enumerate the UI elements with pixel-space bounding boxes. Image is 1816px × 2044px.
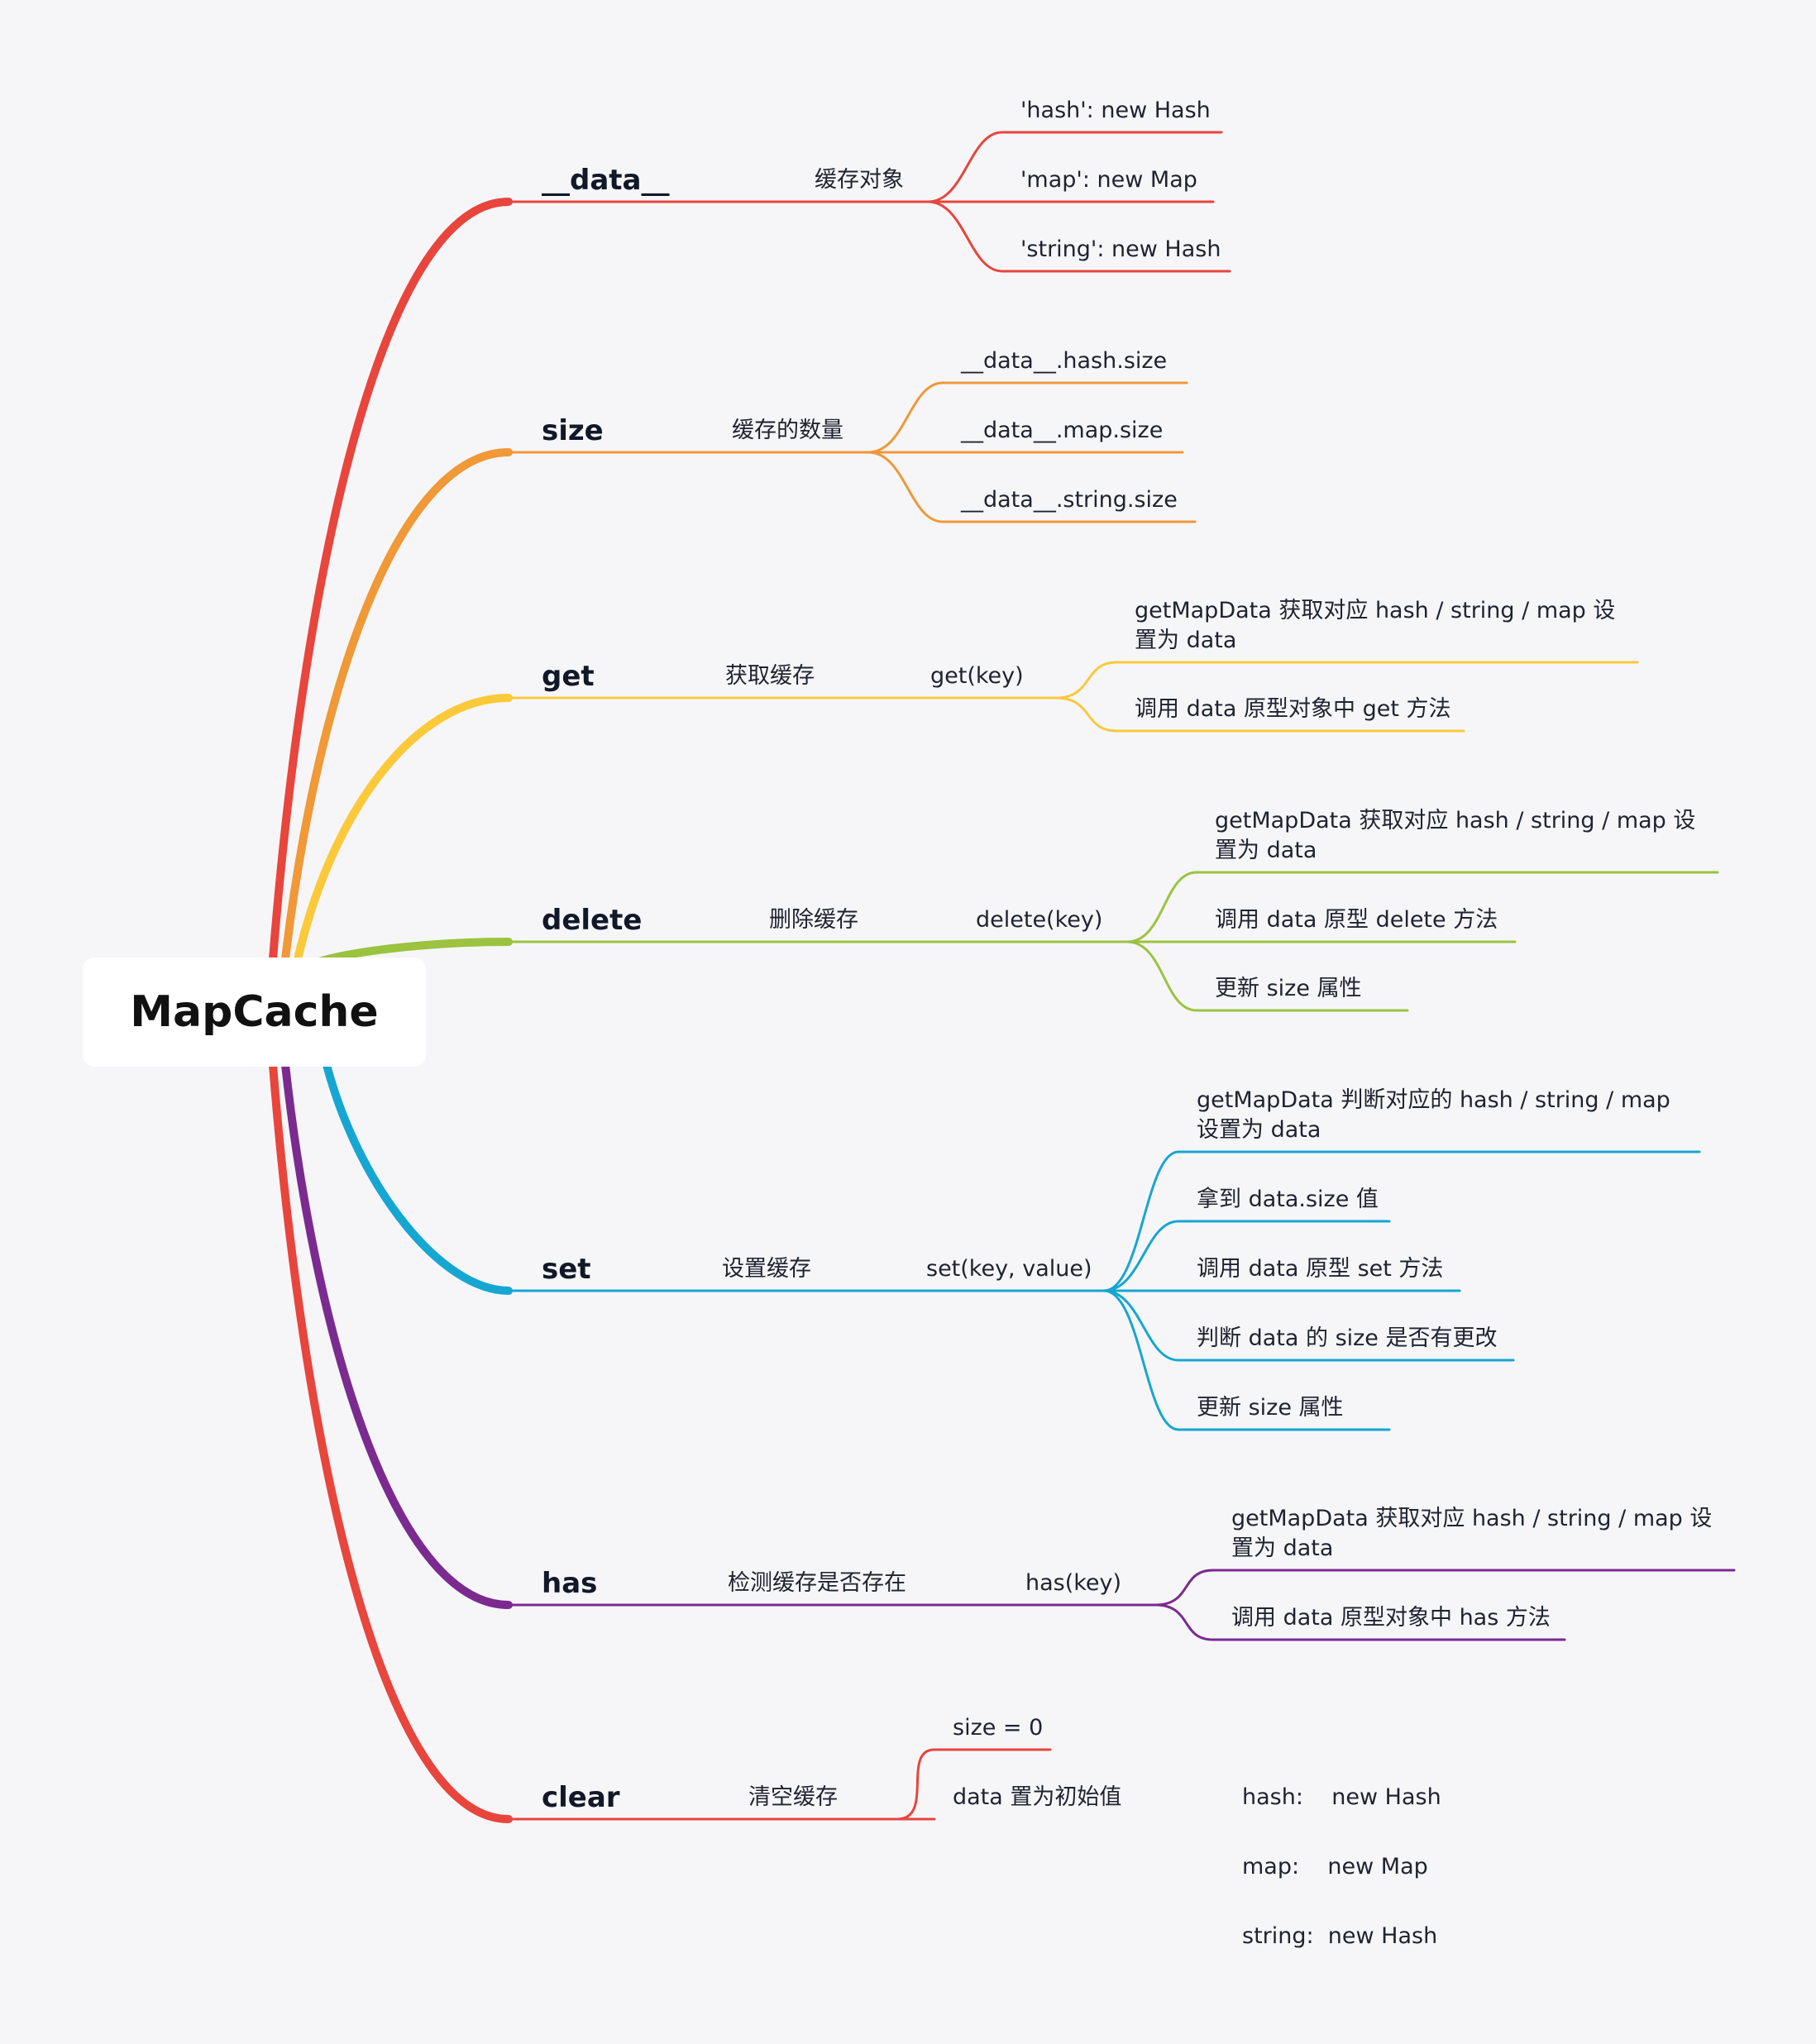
child-node-data[interactable]: 'string': new Hash <box>1020 236 1221 262</box>
child-node-clear[interactable]: data 置为初始值 <box>953 1784 1122 1810</box>
child-connector <box>1125 940 1409 1012</box>
branch-label-size[interactable]: size <box>542 414 604 447</box>
branch-label-set[interactable]: set <box>542 1253 591 1286</box>
branch-label-data[interactable]: __data__ <box>542 164 670 197</box>
child-node-has[interactable]: 调用 data 原型对象中 has 方法 <box>1231 1605 1551 1631</box>
step-label-size[interactable]: 缓存的数量 <box>732 418 843 443</box>
child-connector <box>867 451 1197 523</box>
branch-label-get[interactable]: get <box>542 660 595 693</box>
child-connector <box>1102 1220 1391 1292</box>
child-connector <box>1154 1569 1736 1607</box>
step-label-set[interactable]: set(key, value) <box>926 1256 1092 1282</box>
child-connector <box>1102 1150 1701 1292</box>
child-connector <box>1125 871 1719 943</box>
child-connector <box>1102 1289 1391 1431</box>
step-label-clear[interactable]: 清空缓存 <box>748 1784 838 1810</box>
child-node-clear[interactable]: size = 0 <box>953 1715 1044 1741</box>
branch-label-delete[interactable]: delete <box>542 904 643 937</box>
child-node-set[interactable]: 拿到 data.size 值 <box>1197 1187 1379 1212</box>
branch-connector <box>269 1061 513 1823</box>
branch-connector <box>269 198 513 963</box>
branch-label-has[interactable]: has <box>542 1567 598 1600</box>
step-label-delete[interactable]: delete(key) <box>976 907 1103 933</box>
child-connector <box>867 381 1188 454</box>
step-label-has[interactable]: has(key) <box>1025 1570 1122 1596</box>
child-connector <box>1054 661 1639 700</box>
branch-connector <box>294 694 513 963</box>
child-connector <box>926 200 1231 273</box>
child-node-get[interactable]: getMapData 获取对应 hash / string / map 设置为 … <box>1135 598 1616 653</box>
child-node-size[interactable]: __data__.map.size <box>961 418 1164 443</box>
child-node-size[interactable]: __data__.string.size <box>961 487 1178 513</box>
branch-label-clear[interactable]: clear <box>542 1781 620 1814</box>
step-label-data[interactable]: 缓存对象 <box>815 167 904 193</box>
branch-connector <box>281 448 513 963</box>
root-node[interactable]: MapCache <box>83 958 426 1067</box>
branch-connector <box>281 1061 513 1609</box>
child-node-get[interactable]: 调用 data 原型对象中 get 方法 <box>1135 696 1451 722</box>
child-node-set[interactable]: getMapData 判断对应的 hash / string / map 设置为… <box>1197 1087 1670 1143</box>
step-label-get[interactable]: get(key) <box>930 663 1024 689</box>
child-node-has[interactable]: getMapData 获取对应 hash / string / map 设置为 … <box>1231 1506 1713 1561</box>
step-label-get[interactable]: 获取缓存 <box>725 663 815 689</box>
child-node-delete[interactable]: 更新 size 属性 <box>1215 976 1362 1001</box>
branch-connector <box>323 1061 513 1295</box>
child-node-set[interactable]: 判断 data 的 size 是否有更改 <box>1197 1325 1498 1351</box>
step-label-set[interactable]: 设置缓存 <box>722 1256 811 1282</box>
child-node-size[interactable]: __data__.hash.size <box>961 348 1168 374</box>
child-connector <box>1054 696 1465 733</box>
child-node-data[interactable]: 'hash': new Hash <box>1020 98 1211 123</box>
step-label-delete[interactable]: 删除缓存 <box>769 907 858 933</box>
step-label-has[interactable]: 检测缓存是否存在 <box>728 1570 906 1596</box>
child-node-set[interactable]: 调用 data 原型 set 方法 <box>1197 1256 1444 1282</box>
child-node-delete[interactable]: getMapData 获取对应 hash / string / map 设置为 … <box>1215 808 1696 863</box>
child-node-set[interactable]: 更新 size 属性 <box>1197 1395 1344 1421</box>
child-connector <box>926 131 1223 203</box>
child-node-delete[interactable]: 调用 data 原型 delete 方法 <box>1215 907 1498 933</box>
child-connector <box>1102 1289 1515 1362</box>
child-connector <box>896 1748 1052 1821</box>
child-node-data[interactable]: 'map': new Map <box>1020 167 1197 193</box>
grandchild-node-clear[interactable]: string: new Hash <box>1242 1923 1438 1949</box>
grandchild-node-clear[interactable]: map: new Map <box>1242 1854 1428 1879</box>
child-connector <box>1154 1603 1566 1641</box>
grandchild-node-clear[interactable]: hash: new Hash <box>1242 1784 1441 1810</box>
